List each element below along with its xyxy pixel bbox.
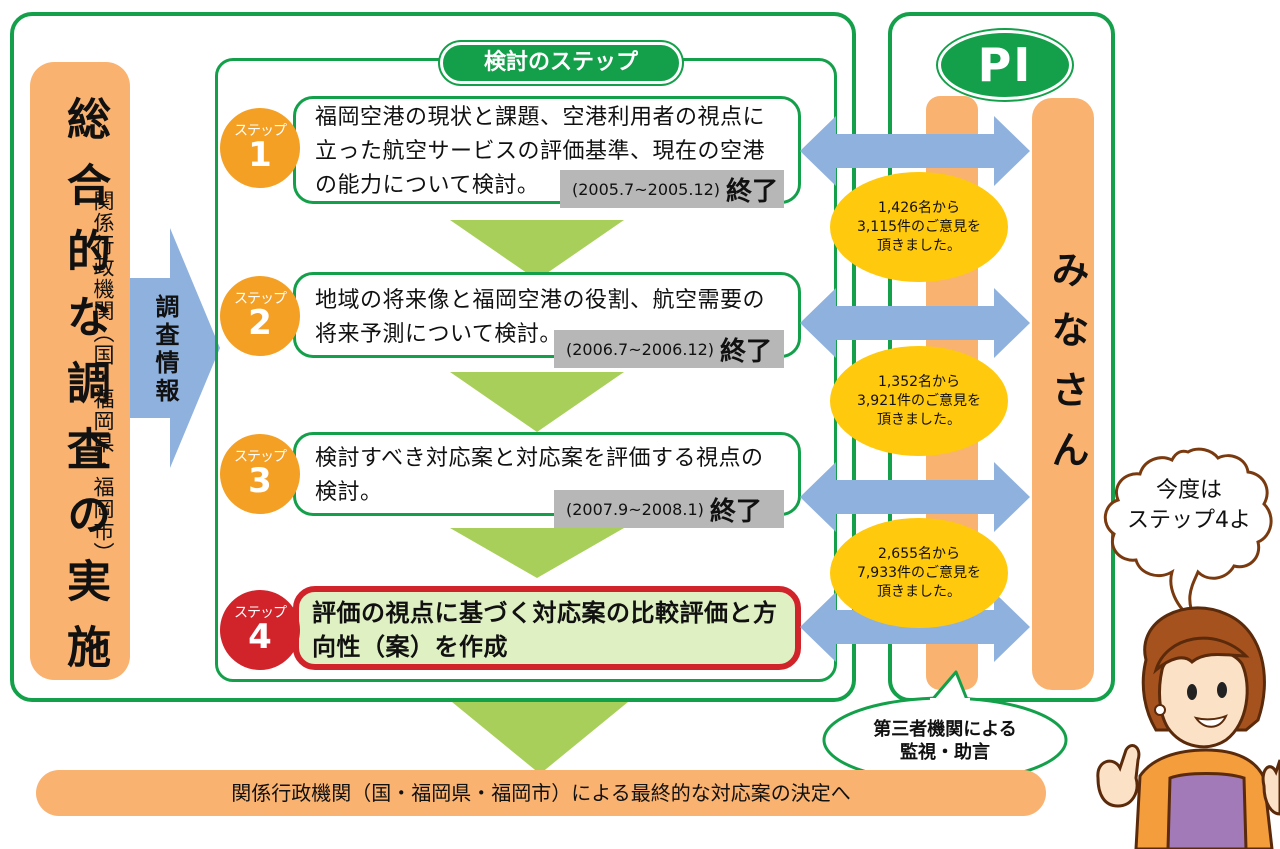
step-4-badge-number: 4: [248, 617, 272, 657]
feedback-3-line2: 7,933件のご意見を: [856, 564, 982, 581]
speech-bubble-shape: [1103, 447, 1273, 624]
step-2-status: 終了: [720, 336, 773, 367]
down-arrow-1: [450, 220, 624, 280]
step-1-badge-number: 1: [248, 135, 272, 175]
feedback-1-line3: 頂きました。: [877, 237, 961, 254]
step-1-text: 福岡空港の現状と課題、空港利用者の視点に立った航空サービスの評価基準、現在の空港…: [315, 105, 766, 198]
step-1-badge: ステップ 1: [220, 108, 300, 188]
step-4-badge: ステップ 4: [220, 590, 300, 670]
guide-character-illustration: [1096, 606, 1280, 849]
step-3-text: 検討すべき対応案と対応案を評価する視点の検討。: [315, 446, 764, 505]
speech-line-2: ステップ4よ: [1127, 508, 1251, 533]
comprehensive-survey-bar: [30, 62, 130, 680]
feedback-bubble-2: 1,352名から 3,921件のご意見を 頂きました。: [830, 346, 1008, 456]
research-info-arrow: [130, 228, 220, 468]
public-bar: [1032, 98, 1094, 690]
step-3-period: (2007.9~2008.1): [566, 499, 704, 519]
pi-exchange-arrow-1: [800, 116, 1030, 186]
speech-line-1: 今度は: [1155, 478, 1222, 503]
step-1-period: (2005.7~2005.12): [572, 179, 721, 199]
step-1-badge-label: ステップ: [234, 123, 287, 139]
public-label: みなさん: [1045, 250, 1089, 490]
final-down-arrow: [452, 702, 628, 774]
down-arrow-3: [450, 528, 624, 578]
step-4-badge-label: ステップ: [234, 605, 287, 621]
step-2-badge-label: ステップ: [234, 291, 287, 307]
step-2-badge-number: 2: [248, 303, 272, 343]
feedback-2-line1: 1,352名から: [877, 373, 961, 390]
feedback-3-line1: 2,655名から: [877, 545, 961, 562]
monitor-text: 第三者機関による 監視・助言: [826, 718, 1064, 764]
step-3-badge: ステップ 3: [220, 434, 300, 514]
pi-label: PI: [977, 38, 1033, 92]
feedback-bubble-3: 2,655名から 7,933件のご意見を 頂きました。: [830, 518, 1008, 628]
related-agencies-label: 関係行政機関（国・福岡県・福岡市）: [91, 190, 115, 564]
step-1-period-tag: (2005.7~2005.12) 終了: [560, 170, 784, 208]
step-1-status: 終了: [726, 176, 779, 207]
feedback-2-line2: 3,921件のご意見を: [856, 392, 982, 409]
step-2-text: 地域の将来像と福岡空港の役割、航空需要の将来予測について検討。: [315, 288, 766, 347]
step-4-text: 評価の視点に基づく対応案の比較評価と方向性（案）を作成: [312, 599, 778, 661]
feedback-2-line3: 頂きました。: [877, 411, 961, 428]
monitor-bubble-shape: [822, 670, 1068, 784]
step-4-box: [293, 586, 801, 670]
feedback-3-line3: 頂きました。: [877, 583, 961, 600]
speech-text: 今度は ステップ4よ: [1104, 476, 1274, 536]
step-3-badge-number: 3: [248, 461, 272, 501]
step-3-period-tag: (2007.9~2008.1) 終了: [554, 490, 784, 528]
step-2-period: (2006.7~2006.12): [566, 339, 715, 359]
pi-label-oval: [938, 30, 1072, 100]
step-2-period-tag: (2006.7~2006.12) 終了: [554, 330, 784, 368]
pi-exchange-arrow-3: [800, 462, 1030, 532]
research-info-label: 調査情報: [151, 294, 179, 406]
feedback-bubble-1: 1,426名から 3,115件のご意見を 頂きました。: [830, 172, 1008, 282]
final-decision-label: 関係行政機関（国・福岡県・福岡市）による最終的な対応案の決定へ: [231, 781, 851, 805]
feedback-1-line2: 3,115件のご意見を: [856, 218, 982, 235]
step-3-badge-label: ステップ: [234, 449, 287, 465]
survey-frame: [10, 12, 856, 702]
comprehensive-survey-title: 総合的な調査の実施: [59, 96, 110, 690]
feedback-1-line1: 1,426名から: [877, 199, 961, 216]
down-arrow-2: [450, 372, 624, 432]
step-3-status: 終了: [709, 496, 762, 527]
final-decision-bar: [36, 770, 1046, 816]
steps-header: 検討のステップ: [440, 42, 682, 84]
monitor-line-2: 監視・助言: [900, 742, 990, 763]
monitor-line-1: 第三者機関による: [873, 719, 1017, 740]
pi-exchange-arrow-2: [800, 288, 1030, 358]
step-2-badge: ステップ 2: [220, 276, 300, 356]
